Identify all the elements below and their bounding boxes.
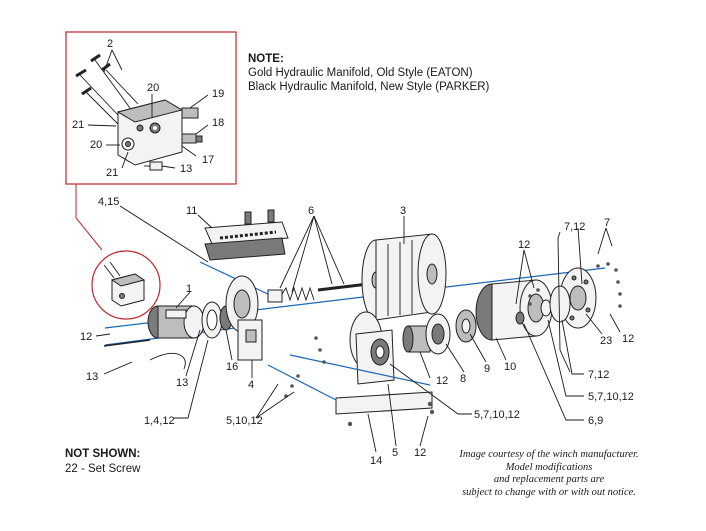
credit-line-4: subject to change with or with out notic… [462,486,636,498]
fasteners [284,262,622,427]
callout-4: 4 [248,379,254,391]
manifold-locator-circle [91,250,161,320]
callout-4-15: 4,15 [98,196,119,208]
callout-12-right: 12 [622,333,634,345]
callout-12-center: 12 [436,375,448,387]
motor-end-bearing [225,275,263,361]
tie-bar [204,221,289,261]
not-shown-heading: NOT SHOWN: [65,448,141,460]
credit-line-1: Image courtesy of the winch manufacturer… [459,449,639,460]
callout-13-lower: 13 [176,377,188,389]
note-line-parker: Black Hydraulic Manifold, New Style (PAR… [248,81,490,93]
cable-drum [361,233,447,321]
callout-inset-21-bottom: 21 [106,167,118,179]
callout-inset-20-left: 20 [90,139,102,151]
callout-7-top: 7 [604,217,610,229]
not-shown-item: 22 - Set Screw [65,463,141,475]
callout-6-9: 6,9 [588,415,603,427]
gear-end-bearing [349,311,395,385]
callout-5-7-10-12: 5,7,10,12 [474,409,520,421]
not-shown-note: NOT SHOWN: 22 - Set Screw [65,447,140,477]
callout-12-left: 12 [80,331,92,343]
callout-12-bottom: 12 [414,447,426,459]
drum-shaft [267,282,369,303]
callout-inset-19: 19 [212,88,224,100]
callout-7-12-right: 7,12 [588,369,609,381]
callout-inset-20-top: 20 [147,82,159,94]
note-heading: NOTE: [248,53,284,65]
callout-inset-17: 17 [202,154,214,166]
hydraulic-motor [147,305,205,339]
credit-line-3: and replacement parts are [493,474,605,485]
callout-12-mid: 12 [518,239,530,251]
image-credit: Image courtesy of the winch manufacturer… [430,449,668,499]
manifold-detail-inset: 2 20 19 18 21 20 17 21 13 [65,31,237,185]
callout-5-10-12: 5,10,12 [226,415,263,427]
end-cover [549,267,597,329]
manifold-note: NOTE: Gold Hydraulic Manifold, Old Style… [248,52,489,94]
callout-13-left: 13 [86,371,98,383]
main-callouts: 4,15 11 6 3 7,12 7 12 1 12 13 13 16 4 1,… [80,196,634,467]
callout-16: 16 [226,361,238,373]
callout-5-7-10-12-right: 5,7,10,12 [588,391,634,403]
callout-14: 14 [370,455,382,467]
callout-7-12-top: 7,12 [564,221,585,233]
note-line-eaton: Gold Hydraulic Manifold, Old Style (EATO… [248,67,473,79]
callout-23: 23 [600,335,612,347]
callout-1-4-12: 1,4,12 [144,415,175,427]
callout-8: 8 [460,373,466,385]
ring-gear-housing [475,279,553,341]
callout-6: 6 [308,205,314,217]
callout-11: 11 [186,205,197,217]
callout-inset-18: 18 [212,117,224,129]
callout-9: 9 [484,363,490,375]
callout-1: 1 [186,283,192,295]
callout-5: 5 [392,447,398,459]
callout-10: 10 [504,361,516,373]
callout-3: 3 [400,205,406,217]
base-plate [267,354,433,415]
planetary-gears [402,309,477,355]
callout-inset-13: 13 [180,163,192,175]
credit-line-2: Model modifications [505,461,593,473]
callout-inset-21-left: 21 [72,119,84,131]
callout-inset-2: 2 [107,38,113,50]
